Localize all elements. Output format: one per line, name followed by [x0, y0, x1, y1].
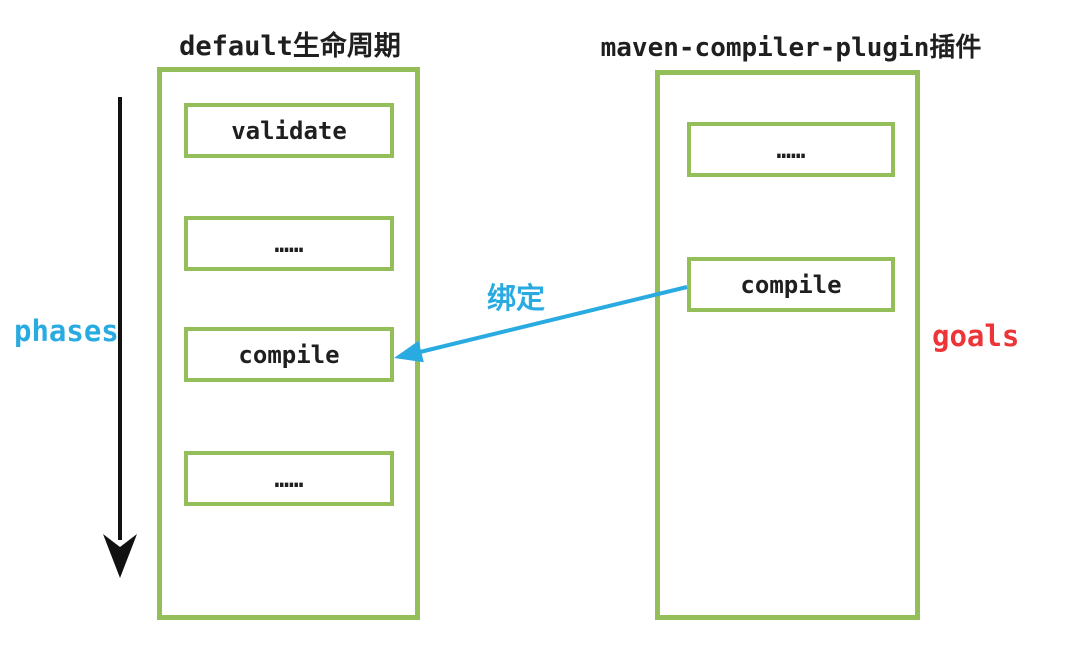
phase-label-compile: compile — [238, 340, 340, 369]
phases-arrowhead-icon — [103, 534, 137, 578]
lifecycle-title: default生命周期 — [179, 31, 401, 62]
goals-axis-label: goals — [932, 319, 1020, 353]
phase-label-ellipsis-2: …… — [274, 464, 304, 493]
goal-box-compile: compile — [687, 257, 895, 312]
goal-label-ellipsis: …… — [776, 135, 806, 164]
phase-box-ellipsis-1: …… — [184, 216, 394, 271]
binding-arrow-shaft — [419, 285, 688, 354]
binding-label: 绑定 — [487, 281, 546, 315]
phase-box-compile: compile — [184, 327, 394, 382]
goal-label-compile: compile — [740, 270, 842, 299]
phases-axis-label: phases — [14, 314, 119, 348]
phase-box-ellipsis-2: …… — [184, 451, 394, 506]
phase-label-validate: validate — [231, 116, 347, 145]
plugin-title: maven-compiler-plugin插件 — [600, 33, 982, 63]
phase-box-validate: validate — [184, 103, 394, 158]
phase-label-ellipsis-1: …… — [274, 229, 304, 258]
goal-box-ellipsis: …… — [687, 122, 895, 177]
